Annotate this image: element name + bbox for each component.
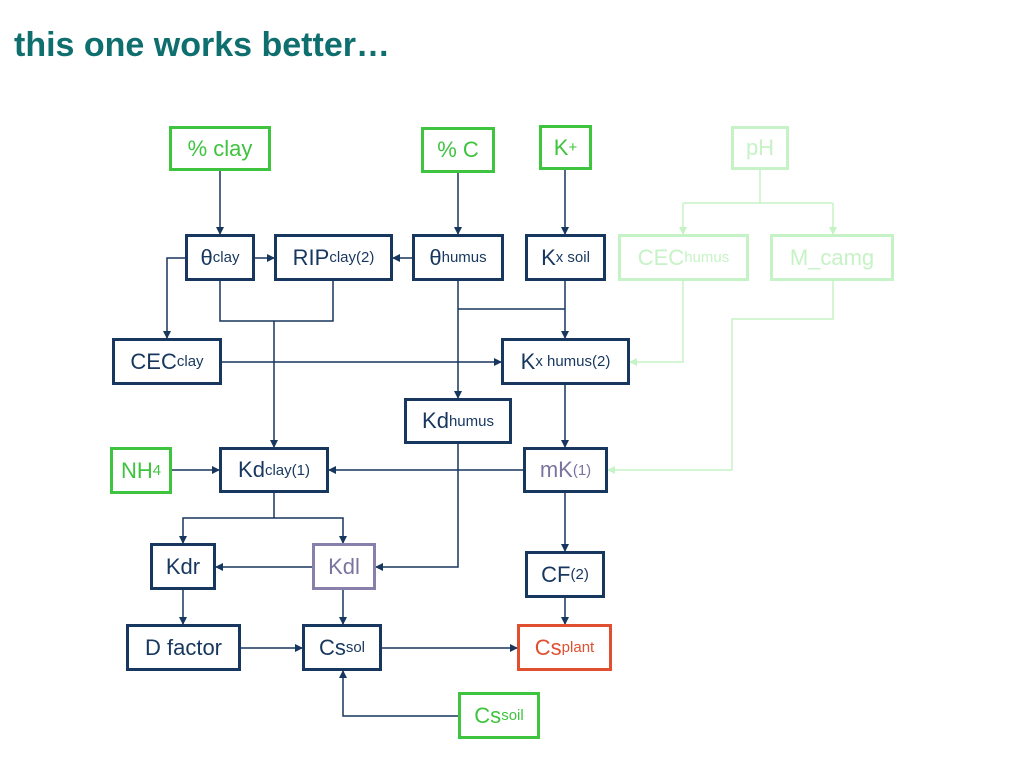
node-kx-humus-label: K — [520, 348, 536, 374]
node-cs-plant-label: Cs — [534, 634, 562, 660]
edge-split-kdl — [274, 517, 347, 544]
edge-ph-split — [683, 170, 833, 204]
node-rip-clay-label: RIP — [292, 244, 330, 270]
node-kd-humus-sub: humus — [448, 412, 494, 430]
node-cec-clay-label: CEC — [130, 348, 177, 374]
node-nh4-label: NH — [120, 457, 153, 483]
node-kdl-label: Kdl — [328, 553, 360, 579]
node-kd-clay-sup: (1) — [291, 461, 310, 479]
node-kx-humus-sub: x humus — [535, 353, 593, 370]
node-k-plus: K+ — [539, 125, 592, 170]
node-kd-clay-sub: clay — [264, 461, 292, 479]
node-ph: pH — [731, 126, 789, 170]
node-d-factor: D factor — [126, 624, 241, 671]
node-kx-soil-label: K — [541, 244, 556, 270]
node-m-camg: M_camg — [770, 234, 894, 281]
node-mk-label: mK — [539, 457, 573, 482]
node-nh4-sub: 4 — [152, 462, 162, 479]
node-cs-sol-sub: sol — [345, 639, 366, 656]
edge-cechumus-kxhumus — [629, 281, 684, 366]
node-kd-humus-label: Kd — [422, 408, 449, 433]
node-theta-clay-label: θ — [200, 244, 213, 270]
node-pct-c: % C — [421, 127, 495, 173]
node-kdr-label: Kdr — [165, 553, 201, 579]
node-theta-humus-sub: humus — [441, 249, 487, 266]
node-m-camg-label: M_camg — [789, 244, 875, 270]
node-kdr: Kdr — [150, 543, 216, 590]
node-cs-sol-label: Cs — [318, 634, 346, 660]
edge-mcamg-mk — [607, 281, 834, 474]
node-mk-sup: (1) — [572, 461, 592, 479]
node-d-factor-label: D factor — [144, 634, 223, 660]
node-kx-humus-sup: (2) — [592, 353, 611, 370]
node-cec-humus-label: CEC — [637, 244, 685, 270]
node-cec-humus-sub: humus — [684, 249, 730, 266]
node-cs-soil-label: Cs — [474, 702, 502, 728]
edge-cssoil-cssol — [339, 670, 458, 717]
node-k-plus-sup: + — [568, 139, 578, 156]
node-pct-clay-label: % clay — [187, 135, 253, 161]
node-kx-soil-sub: x soil — [555, 249, 590, 266]
node-k-plus-label: K — [553, 134, 569, 160]
node-pct-c-label: % C — [437, 137, 479, 162]
edge-thetaclay-cecclay — [163, 257, 186, 339]
node-cec-clay-sub: clay — [176, 353, 204, 370]
node-cf-label: CF — [541, 561, 571, 587]
edge-thetaclay-merge — [219, 281, 334, 322]
node-ph-label: pH — [745, 135, 775, 160]
node-theta-clay-sub: clay — [212, 249, 240, 266]
node-cf-sup: (2) — [570, 566, 589, 583]
node-pct-clay: % clay — [169, 126, 271, 171]
node-cf: CF(2) — [525, 551, 605, 598]
node-kdl: Kdl — [312, 543, 376, 590]
node-cs-plant-sub: plant — [561, 639, 595, 656]
edge-split-kdr — [179, 517, 274, 544]
slide-title: this one works better… — [14, 26, 390, 64]
node-rip-clay-sup: (2) — [356, 249, 375, 266]
node-mk: mK(1) — [523, 447, 608, 493]
node-rip-clay-sub: clay — [329, 249, 357, 266]
edge-kdhumus-kdl — [375, 444, 459, 571]
node-theta-humus-label: θ — [429, 244, 442, 270]
node-cs-soil-sub: soil — [501, 707, 524, 724]
node-kd-clay-label: Kd — [238, 457, 265, 482]
